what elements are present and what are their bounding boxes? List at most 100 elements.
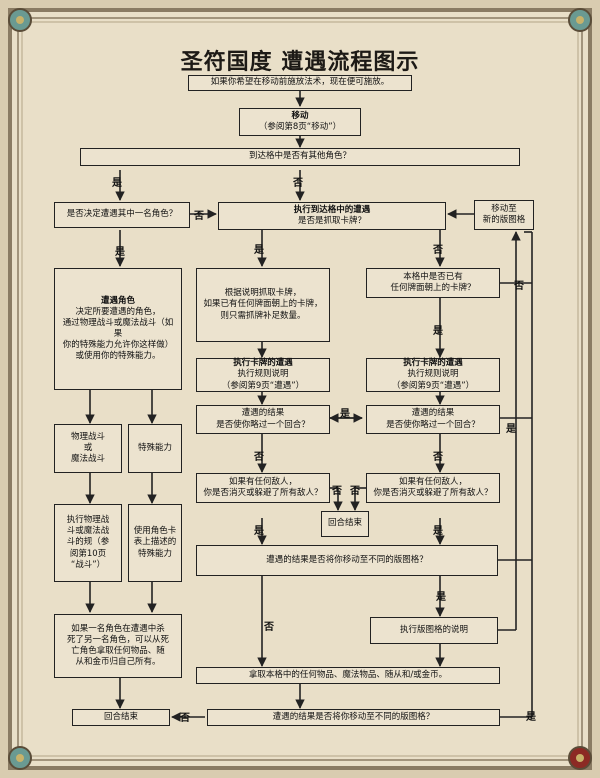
- card-encounter-right-title: 执行卡牌的遭遇: [403, 358, 463, 369]
- label-yes: 是: [340, 409, 350, 420]
- turn-end-text: 回合结束: [103, 711, 138, 722]
- label-yes: 是: [254, 526, 264, 537]
- draw-cards-line: 则只需抓牌补足数量。: [220, 310, 306, 321]
- card-encounter-left-line: 执行规则说明: [237, 369, 289, 380]
- page-title: 圣符国度 遭遇流程图示: [180, 50, 420, 75]
- arrive-box: 到达格中是否有其他角色？: [80, 148, 520, 166]
- draw-cards-line: 如果已有任何牌面朝上的卡牌，: [203, 299, 323, 310]
- kill-loot-line: 从和金币归自己所有。: [75, 657, 161, 668]
- use-special-line: 特殊能力: [137, 548, 172, 559]
- move-new-tile-box: 移动至 新的版图格: [474, 200, 534, 230]
- move-result-text: 遭遇的结果是否将你移动至不同的版图格？: [266, 554, 428, 565]
- miss-turn-left-line: 是否使你略过一个回合？: [216, 419, 310, 430]
- encounter-character-line: 或使用你的特殊能力。: [75, 351, 161, 362]
- move-new-line: 新的版图格: [482, 215, 526, 225]
- label-no: 否: [433, 452, 443, 463]
- use-special-line: 使用角色卡: [133, 526, 177, 537]
- final-question-text: 遭遇的结果是否将你移动至不同的版图格？: [272, 711, 435, 722]
- do-fight-line: 阅第10页: [69, 548, 107, 559]
- use-special-line: 表上描述的: [133, 537, 177, 548]
- miss-turn-left-line: 遭遇的结果: [241, 408, 285, 419]
- card-encounter-left-line: （参阅第9页“遭遇”）: [221, 380, 305, 391]
- decide-text: 是否决定遭遇其中一名角色？: [66, 209, 178, 220]
- label-no: 否: [514, 281, 524, 292]
- turn-end-middle-box: 回合结束: [321, 511, 369, 537]
- label-no: 否: [332, 486, 342, 497]
- miss-turn-right-line: 遭遇的结果: [411, 408, 455, 419]
- label-yes: 是: [112, 178, 122, 189]
- kill-loot-line: 亡角色拿取任何物品、随: [71, 646, 165, 656]
- encounter-character-line: 决定所要遭遇的角色，: [75, 306, 161, 317]
- do-fight-line: 执行物理战: [66, 515, 110, 526]
- enemy-right-line: 如果有任何敌人，: [398, 476, 467, 487]
- phys-magic-line: 或: [83, 442, 93, 453]
- card-faceup-line: 任何牌面朝上的卡牌？: [390, 283, 476, 293]
- label-no: 否: [180, 713, 190, 724]
- do-fight-box: 执行物理战 斗或魔法战 斗的规（参 阅第10页 “战斗”）: [54, 504, 122, 582]
- enemy-right-box: 如果有任何敌人， 你是否消灭或躲避了所有敌人？: [366, 473, 500, 503]
- card-encounter-right-line: （参阅第9页“遭遇”）: [391, 380, 475, 391]
- miss-turn-left-box: 遭遇的结果 是否使你略过一个回合？: [196, 405, 330, 434]
- take-items-box: 拿取本格中的任何物品、魔法物品、随从和/或金币。: [196, 667, 500, 684]
- move-box: 移动 （参阅第8页“移动”）: [239, 108, 361, 136]
- phys-magic-box: 物理战斗 或 魔法战斗: [54, 424, 122, 473]
- exec-box: 执行到达格中的遭遇 是否是抓取卡牌？: [218, 202, 446, 230]
- cast-spell-text: 如果你希望在移动前施放法术，现在便可施放。: [210, 77, 390, 88]
- kill-loot-line: 如果一名角色在遭遇中杀: [71, 623, 165, 634]
- phys-magic-line: 物理战斗: [70, 431, 105, 442]
- enemy-right-line: 你是否消灭或躲避了所有敌人？: [373, 488, 493, 498]
- do-fight-line: “战斗”）: [70, 559, 106, 570]
- card-encounter-right-box: 执行卡牌的遭遇 执行规则说明 （参阅第9页“遭遇”）: [366, 358, 500, 392]
- turn-end-box: 回合结束: [72, 709, 170, 726]
- draw-cards-line: 根据说明抓取卡牌，: [224, 288, 302, 299]
- do-fight-line: 斗的规（参: [66, 537, 110, 548]
- label-yes: 是: [254, 245, 264, 256]
- label-yes: 是: [436, 592, 446, 603]
- card-encounter-right-line: 执行规则说明: [407, 369, 459, 380]
- label-no: 否: [293, 178, 303, 189]
- card-encounter-left-title: 执行卡牌的遭遇: [233, 358, 293, 369]
- label-no: 否: [264, 622, 274, 633]
- kill-loot-box: 如果一名角色在遭遇中杀 死了另一名角色，可以从死 亡角色拿取任何物品、随 从和金…: [54, 614, 182, 678]
- label-no: 否: [194, 211, 204, 222]
- phys-magic-line: 魔法战斗: [70, 454, 105, 465]
- arrive-text: 到达格中是否有其他角色？: [248, 151, 351, 162]
- label-no: 否: [350, 486, 360, 497]
- exec-tile-text: 执行版图格的说明: [399, 624, 468, 635]
- kill-loot-line: 死了另一名角色，可以从死: [66, 634, 169, 645]
- label-no: 否: [433, 245, 443, 256]
- card-faceup-line: 本格中是否已有: [403, 271, 463, 282]
- exec-title: 执行到达格中的遭遇: [293, 204, 371, 215]
- move-new-line: 移动至: [491, 203, 517, 214]
- corner-gem-top-right-icon: [568, 8, 592, 32]
- card-faceup-box: 本格中是否已有 任何牌面朝上的卡牌？: [366, 268, 500, 298]
- use-special-box: 使用角色卡 表上描述的 特殊能力: [128, 504, 182, 582]
- label-yes: 是: [506, 424, 516, 435]
- exec-question: 是否是抓取卡牌？: [297, 216, 366, 226]
- cast-spell-box: 如果你希望在移动前施放法术，现在便可施放。: [188, 75, 412, 91]
- encounter-character-line: 通过物理战斗或魔法战斗（如果: [62, 317, 174, 339]
- move-title: 移动: [291, 110, 309, 121]
- decide-box: 是否决定遭遇其中一名角色？: [54, 202, 190, 228]
- move-ref: （参阅第8页“移动”）: [258, 122, 342, 132]
- miss-turn-right-box: 遭遇的结果 是否使你略过一个回合？: [366, 405, 500, 434]
- card-encounter-left-box: 执行卡牌的遭遇 执行规则说明 （参阅第9页“遭遇”）: [196, 358, 330, 392]
- label-yes: 是: [433, 526, 443, 537]
- label-yes: 是: [115, 247, 125, 258]
- turn-end-middle-text: 回合结束: [327, 518, 362, 529]
- encounter-character-title: 遭遇角色: [100, 295, 135, 306]
- special-ability-text: 特殊能力: [137, 442, 172, 453]
- do-fight-line: 斗或魔法战: [66, 526, 110, 537]
- enemy-left-line: 你是否消灭或躲避了所有敌人？: [203, 488, 323, 498]
- label-yes: 是: [526, 712, 536, 723]
- encounter-character-line: 你的特殊能力允许你这样做）: [62, 340, 174, 351]
- corner-gem-bottom-right-icon: [568, 746, 592, 770]
- final-question-box: 遭遇的结果是否将你移动至不同的版图格？: [207, 709, 500, 726]
- move-result-box: 遭遇的结果是否将你移动至不同的版图格？: [196, 545, 498, 576]
- draw-cards-box: 根据说明抓取卡牌， 如果已有任何牌面朝上的卡牌， 则只需抓牌补足数量。: [196, 268, 330, 342]
- encounter-character-box: 遭遇角色 决定所要遭遇的角色， 通过物理战斗或魔法战斗（如果 你的特殊能力允许你…: [54, 268, 182, 390]
- corner-gem-bottom-left-icon: [8, 746, 32, 770]
- label-yes: 是: [433, 326, 443, 337]
